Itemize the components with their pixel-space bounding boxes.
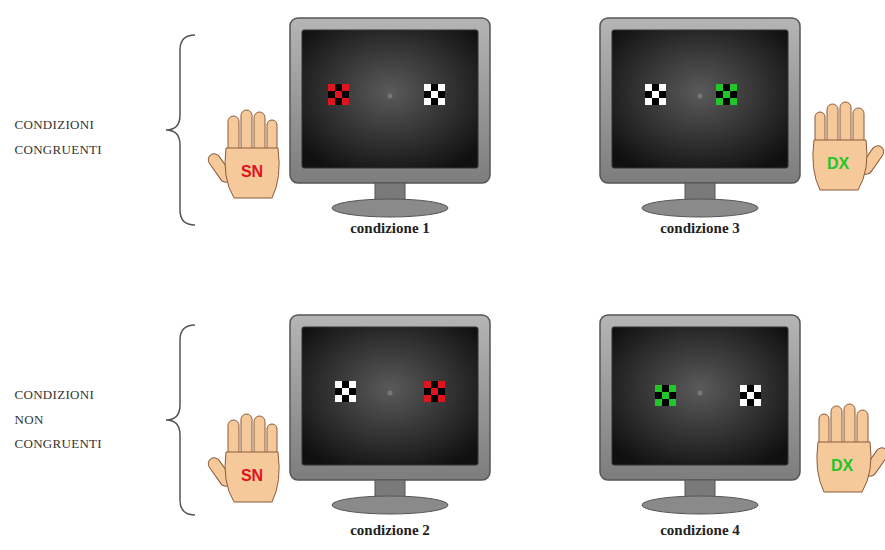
hand-label: DX [827,155,849,173]
hand-label: SN [241,467,263,485]
group-label: CONDIZIONI CONGRUENTI [15,113,110,162]
hand-label: SN [241,163,263,181]
condition-caption: condizione 2 [350,522,430,539]
group-label: CONDIZIONI NON CONGRUENTI [15,383,110,457]
condition-caption: condizione 1 [350,220,430,237]
condition-caption: condizione 3 [660,220,740,237]
condition-caption: condizione 4 [660,522,740,539]
hand-label: DX [831,457,853,475]
